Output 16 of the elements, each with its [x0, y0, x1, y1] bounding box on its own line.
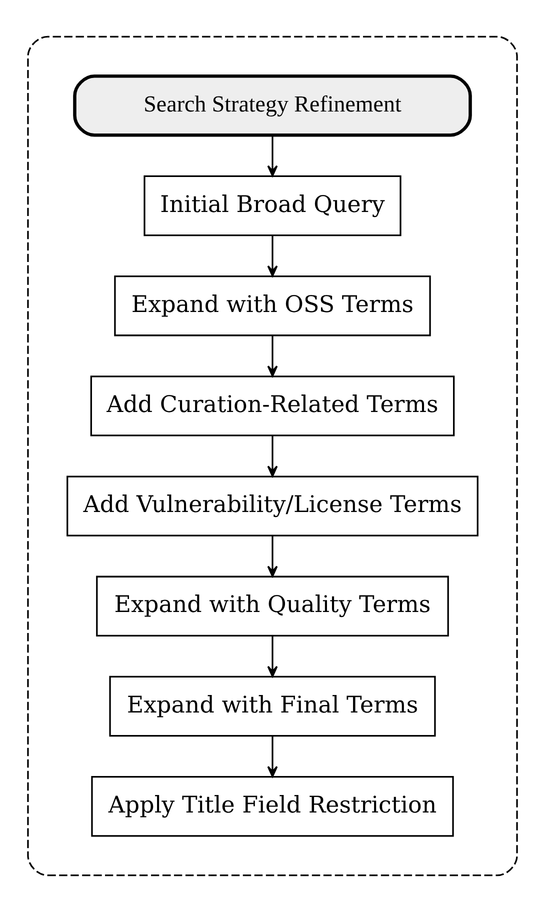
- cluster: [27, 35, 518, 876]
- arrow: [267, 635, 278, 677]
- node-box: Expand with OSS Terms: [114, 274, 431, 336]
- node-box: Expand with Quality Terms: [96, 575, 449, 636]
- node-box: Add Vulnerability/License Terms: [66, 475, 478, 536]
- arrow: [267, 735, 278, 777]
- node-box: Apply Title Field Restriction: [91, 776, 454, 836]
- arrow: [267, 435, 278, 476]
- arrow: [267, 535, 278, 577]
- arrow: [267, 234, 278, 276]
- node-box: Search Strategy Refinement: [73, 74, 472, 136]
- node-box: Initial Broad Query: [144, 174, 402, 236]
- arrow: [267, 335, 278, 376]
- arrow: [267, 134, 278, 176]
- node-box: Expand with Final Terms: [109, 675, 436, 736]
- node-box: Add Curation-Related Terms: [90, 375, 455, 436]
